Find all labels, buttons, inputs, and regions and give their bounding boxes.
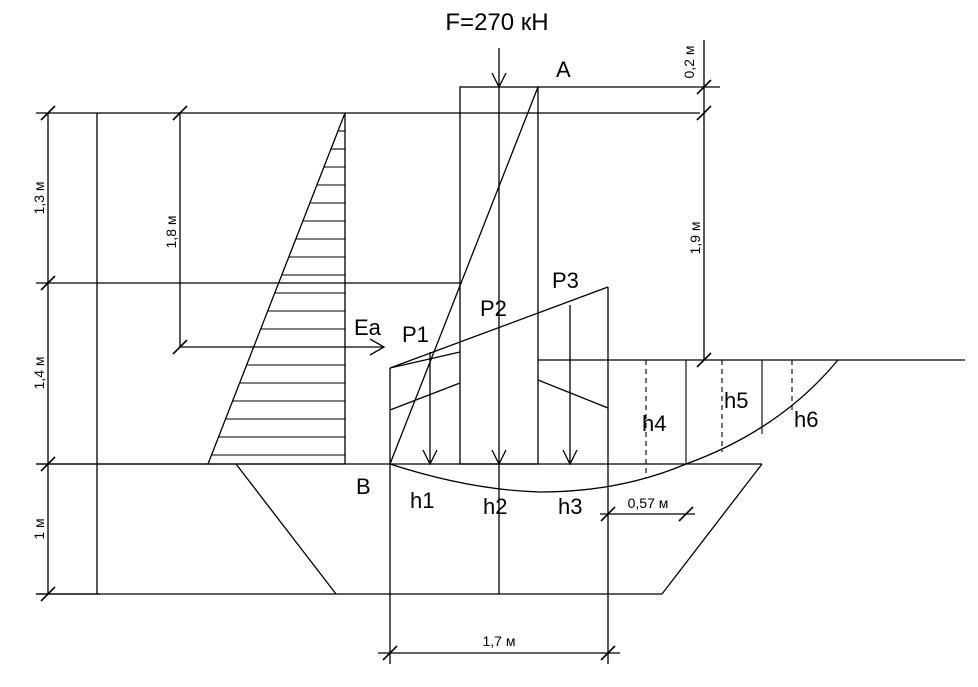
- arrow-p3: [562, 305, 578, 466]
- h3-label: h3: [558, 494, 582, 519]
- bottom-dimension: [378, 464, 620, 664]
- point-b-label: B: [356, 474, 371, 499]
- dim-1-8-label: 1,8 м: [163, 216, 179, 249]
- dim-1-0-label: 1 м: [31, 518, 47, 539]
- h1-label: h1: [410, 488, 434, 513]
- ordinate-lines: [645, 360, 793, 478]
- slip-curve: [389, 359, 839, 493]
- dim-0-2-label: 0,2 м: [681, 46, 697, 79]
- p3-label: P3: [552, 268, 579, 293]
- earth-pressure-diagram: [207, 112, 346, 465]
- pressure-hatching: [211, 130, 345, 456]
- dim-1-9-label: 1,9 м: [687, 222, 703, 255]
- h2-label: h2: [483, 494, 507, 519]
- force-label: F=270 кН: [445, 9, 548, 36]
- dim-1-3-label: 1,3 м: [31, 182, 47, 215]
- ea-arrow: [180, 338, 386, 356]
- ea-label: Ea: [354, 315, 382, 340]
- p2-label: P2: [480, 296, 507, 321]
- left-dimension-chain: [36, 105, 700, 602]
- h5-label: h5: [724, 388, 748, 413]
- p1-label: P1: [402, 322, 429, 347]
- h6-label: h6: [794, 407, 818, 432]
- offset-dimension: [600, 506, 695, 522]
- point-a-label: A: [556, 57, 571, 82]
- foundation-base: [36, 463, 763, 595]
- arrow-p2: [491, 87, 507, 594]
- h4-label: h4: [642, 411, 666, 436]
- dim-0-57-label: 0,57 м: [628, 495, 669, 511]
- force-arrow-f: [491, 48, 507, 89]
- arrow-p1: [422, 352, 438, 466]
- dim-1-4-label: 1,4 м: [31, 357, 47, 390]
- right-dimension-chain: [538, 40, 720, 368]
- dim-1-7-label: 1,7 м: [483, 633, 516, 649]
